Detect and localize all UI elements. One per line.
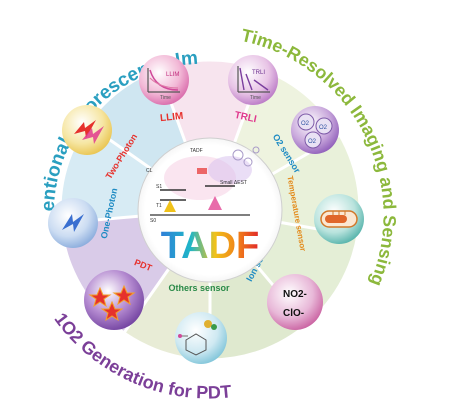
svg-text:Time: Time	[160, 95, 171, 101]
double-lightning-icon	[62, 105, 112, 155]
svg-text:O2: O2	[319, 125, 328, 131]
molecule-icon	[175, 312, 227, 364]
svg-text:O2: O2	[308, 139, 317, 145]
nitrite-ion-label: NO2-	[283, 289, 307, 300]
others-sensor-label: Others sensor	[168, 283, 230, 293]
svg-text:T1: T1	[156, 203, 162, 209]
svg-text:Small ΔEST: Small ΔEST	[220, 180, 247, 186]
segment-icons: LLIM Time TRLI Time O2 O2 O2	[48, 55, 364, 364]
hypochlorite-ion-label: ClO-	[283, 308, 304, 319]
tadf-mini-label: TADF	[190, 148, 203, 154]
tadf-title: TADF	[161, 225, 260, 267]
lightning-icon	[48, 198, 98, 248]
energy-diagram-illustration: TADF S1 T1 S0 Small ΔEST CL	[146, 146, 260, 224]
svg-text:TRLI: TRLI	[252, 70, 265, 76]
oxygen-molecules-icon: O2 O2 O2	[291, 106, 339, 154]
svg-text:CL: CL	[146, 168, 153, 174]
ion-sector	[210, 265, 307, 360]
ions-icon: NO2- ClO-	[267, 274, 323, 330]
svg-text:LLIM: LLIM	[166, 72, 179, 78]
trli-label: TRLI	[234, 110, 258, 125]
llim-chart-icon: LLIM Time	[139, 55, 189, 105]
llim-label: LLIM	[160, 111, 184, 124]
svg-text:Time: Time	[250, 95, 261, 101]
center-hub: TADF S1 T1 S0 Small ΔEST CL TADF	[137, 137, 283, 283]
temperature-sector	[256, 222, 358, 325]
stars-icon	[84, 270, 144, 330]
thermometer-icon	[314, 194, 364, 244]
trli-chart-icon: TRLI Time	[228, 55, 278, 105]
svg-text:O2: O2	[301, 121, 310, 127]
svg-text:S0: S0	[150, 218, 156, 224]
svg-text:S1: S1	[156, 184, 162, 190]
